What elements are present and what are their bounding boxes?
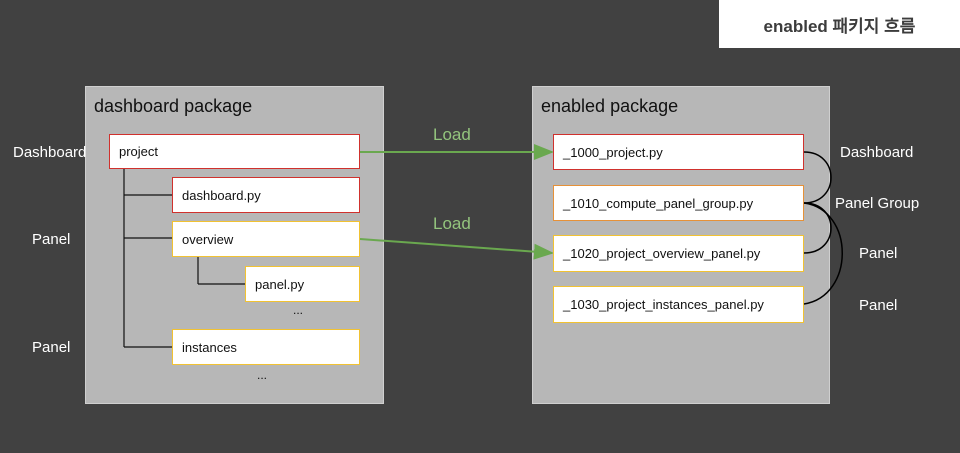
dashboard-py-node: dashboard.py xyxy=(172,177,360,213)
overview-more-ellipsis: ... xyxy=(293,303,304,317)
left-label-dashboard: Dashboard xyxy=(13,144,87,161)
relation-brackets xyxy=(803,151,843,305)
load-label-1: Load xyxy=(433,125,471,144)
load-arrow-2 xyxy=(359,238,554,260)
panel-py-label: panel.py xyxy=(255,276,305,292)
enabled-file-1030-label: _1030_project_instances_panel.py xyxy=(563,297,764,312)
overview-node: overview xyxy=(172,221,360,257)
right-label-panel-group: Panel Group xyxy=(835,195,920,212)
left-label-panel-instances: Panel xyxy=(32,339,71,356)
page-title: enabled 패키지 흐름 xyxy=(719,0,960,48)
load-label-2: Load xyxy=(433,214,471,233)
instances-node: instances xyxy=(172,329,360,365)
enabled-file-1020-label: _1020_project_overview_panel.py xyxy=(563,246,761,261)
enabled-file-1010-label: _1010_compute_panel_group.py xyxy=(563,195,754,211)
left-label-panel-overview: Panel xyxy=(32,231,71,248)
right-label-panel-2: Panel xyxy=(859,297,898,314)
project-label: project xyxy=(119,144,159,159)
project-node: project xyxy=(109,134,360,169)
enabled-file-1000-label: _1000_project.py xyxy=(563,144,663,160)
enabled-file-1030: _1030_project_instances_panel.py xyxy=(553,286,804,323)
enabled-package-title: enabled package xyxy=(541,96,679,116)
instances-more-ellipsis: ... xyxy=(257,368,268,382)
enabled-file-1010: _1010_compute_panel_group.py xyxy=(553,185,804,221)
right-label-dashboard: Dashboard xyxy=(840,144,914,161)
page-title-text: enabled 패키지 흐름 xyxy=(763,16,916,36)
dashboard-py-label: dashboard.py xyxy=(182,187,261,203)
right-label-panel-1: Panel xyxy=(859,245,898,262)
instances-label: instances xyxy=(182,339,237,355)
panel-py-node: panel.py xyxy=(245,266,360,302)
enabled-file-1020: _1020_project_overview_panel.py xyxy=(553,235,804,272)
enabled-file-1000: _1000_project.py xyxy=(553,134,804,170)
dashboard-package-title: dashboard package xyxy=(94,96,253,116)
overview-label: overview xyxy=(182,231,234,247)
tree-lines xyxy=(123,169,245,348)
